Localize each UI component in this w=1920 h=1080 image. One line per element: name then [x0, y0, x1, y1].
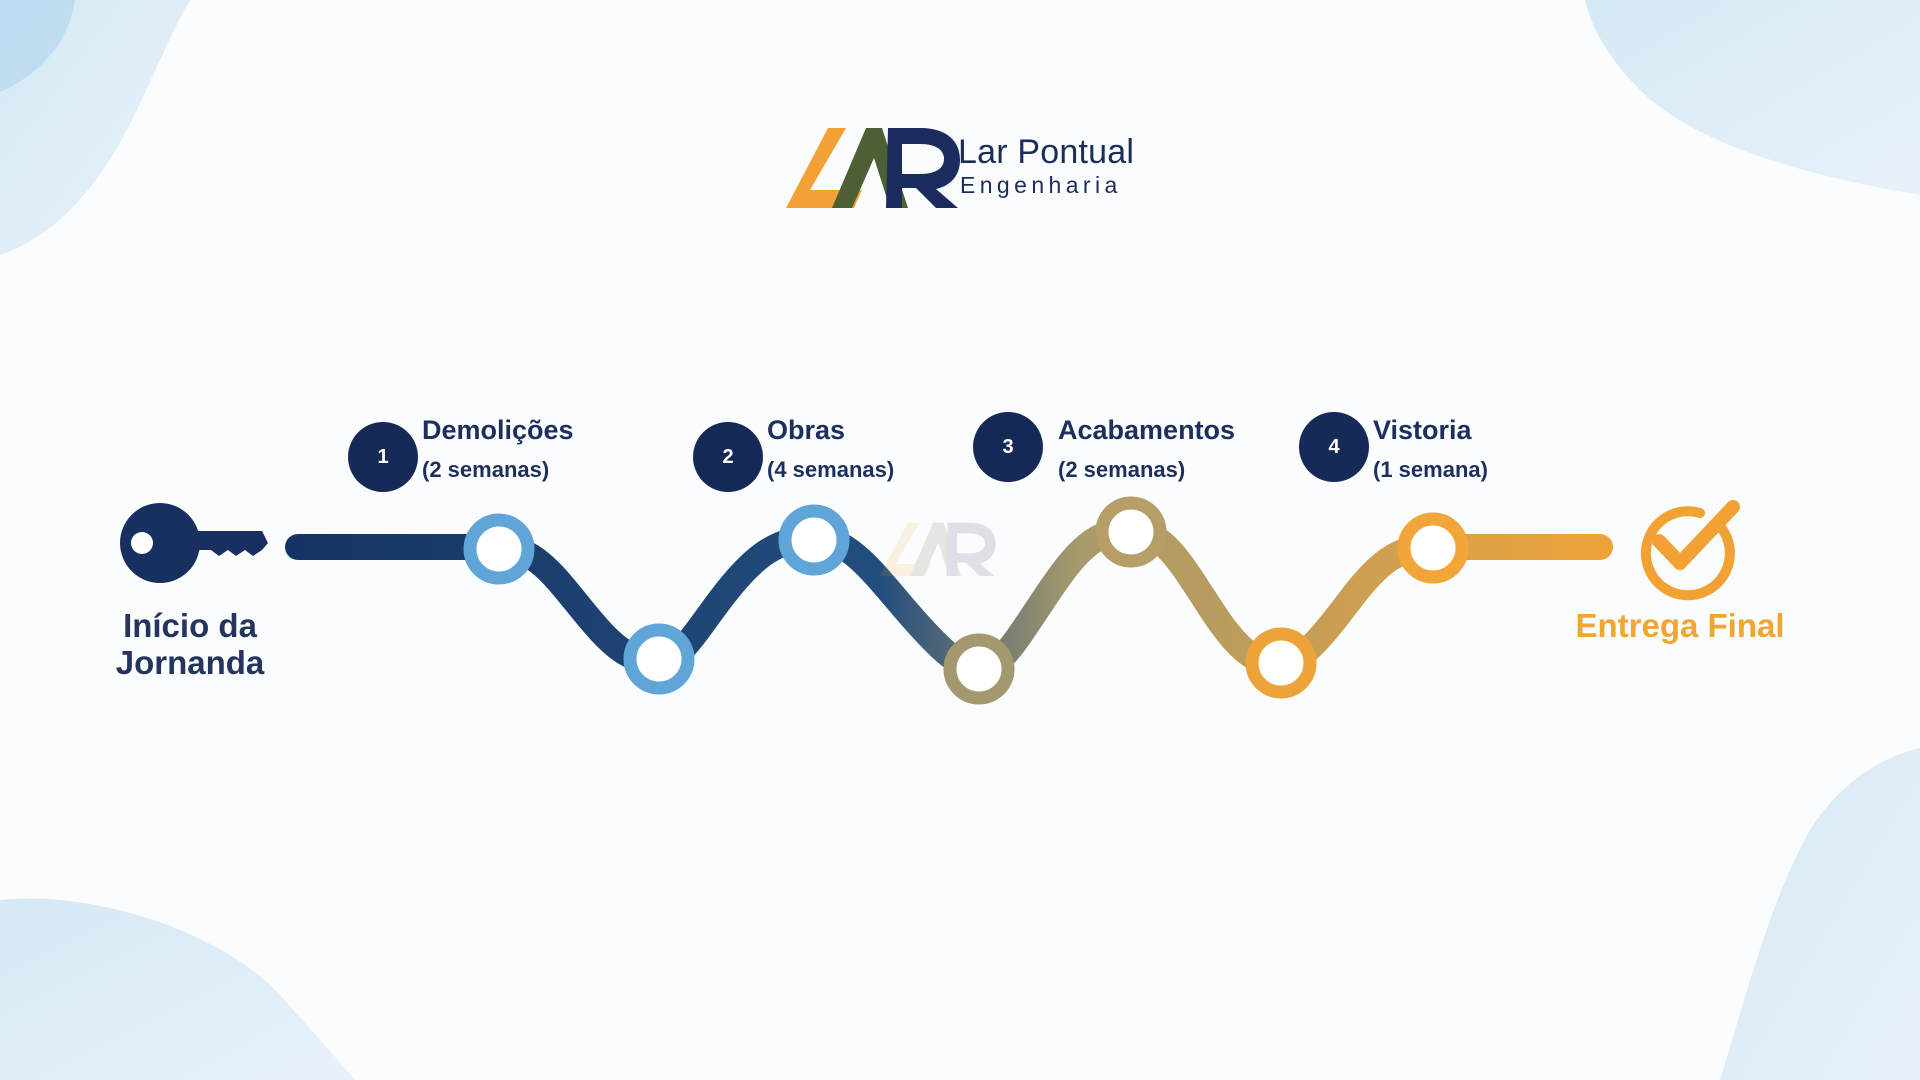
journey-node: [463, 513, 535, 585]
watermark-logo: [879, 522, 996, 576]
step-number-badge: 3: [973, 412, 1043, 482]
bottom-left-blob: [0, 898, 355, 1080]
step-title: Demolições: [422, 415, 574, 445]
journey-nodes: [463, 496, 1469, 705]
journey-node: [1095, 496, 1167, 568]
journey-node: [1245, 627, 1317, 699]
step-number-badge: 4: [1299, 412, 1369, 482]
top-right-blob: [1585, 0, 1920, 195]
step-title: Obras: [767, 415, 846, 445]
step-title: Vistoria: [1373, 415, 1472, 445]
step-number-badge: 2: [693, 422, 763, 492]
brand-name: Lar Pontual: [958, 133, 1135, 171]
brand-subtitle: Engenharia: [960, 172, 1122, 198]
journey-node: [1397, 512, 1469, 584]
step-duration: (2 semanas): [422, 457, 550, 482]
check-circle-icon: [1640, 500, 1740, 601]
step-duration: (1 semana): [1373, 457, 1488, 482]
key-icon: [120, 503, 268, 583]
journey-node: [778, 504, 850, 576]
step-number-badge: 1: [348, 422, 418, 492]
top-left-blob-accent: [0, 0, 75, 92]
journey-node: [623, 623, 695, 695]
step-title: Acabamentos: [1058, 415, 1236, 445]
step-duration: (4 semanas): [767, 457, 895, 482]
bottom-right-blob: [1720, 748, 1920, 1080]
journey-node: [943, 633, 1015, 705]
step-duration: (2 semanas): [1058, 457, 1186, 482]
lar-pontual-logo: [786, 128, 960, 208]
top-left-blob: [0, 0, 190, 255]
journey-start-label: Início da Jornanda: [115, 607, 265, 681]
journey-finish-label: Entrega Final: [1575, 607, 1785, 644]
